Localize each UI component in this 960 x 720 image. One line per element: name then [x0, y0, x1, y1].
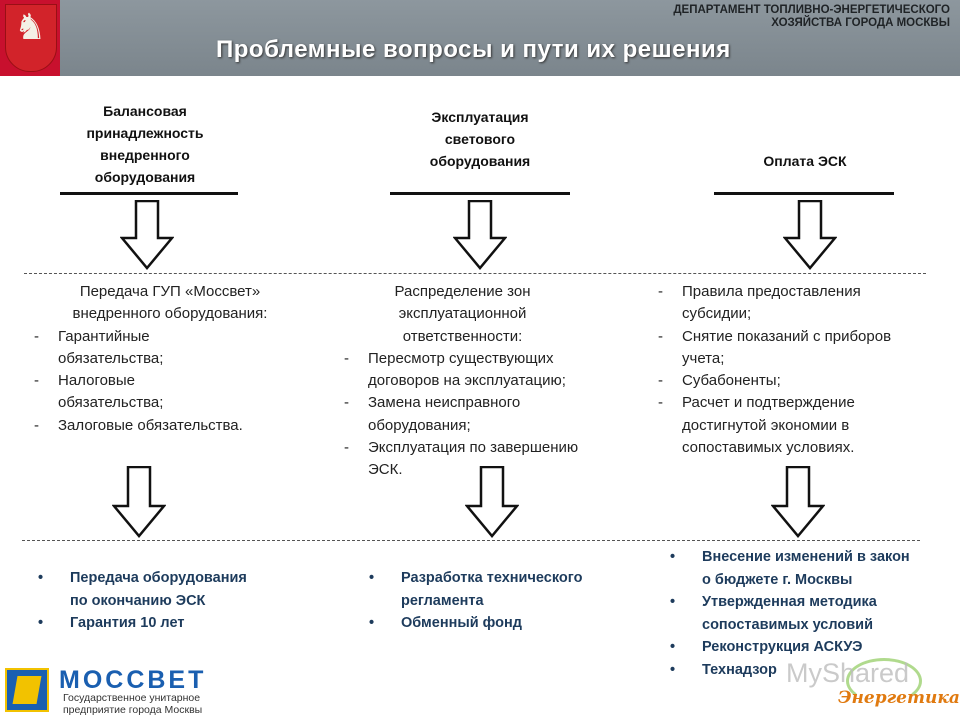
down-arrow-icon: [112, 466, 166, 538]
moscow-crest-icon: ♞: [0, 0, 60, 76]
column-heading-3: Оплата ЭСК: [763, 153, 847, 169]
list-item: Гарантийные обязательства;: [30, 326, 310, 371]
problems-block-2: Распределение зон эксплуатационной ответ…: [340, 281, 625, 482]
column-heading-1: Балансовая принадлежность внедренного об…: [86, 103, 204, 185]
solution-item: Утвержденная методика сопоставимых услов…: [670, 591, 955, 636]
problems-block-1: Передача ГУП «Моссвет» внедренного обору…: [30, 281, 310, 437]
dashed-divider: [24, 273, 926, 274]
list-item: Расчет и подтверждение достигнутой эконо…: [654, 392, 944, 459]
list-item: Замена неисправного оборудования;: [340, 392, 625, 437]
block-intro: Распределение зон эксплуатационной ответ…: [394, 283, 531, 345]
dashed-divider: [22, 540, 920, 541]
down-arrow-icon: [465, 466, 519, 538]
solution-item: Внесение изменений в закон о бюджете г. …: [670, 546, 955, 591]
mossvet-emblem-icon: [5, 668, 49, 712]
solution-item: Реконструкция АСКУЭ: [670, 636, 955, 659]
page-title: Проблемные вопросы и пути их решения: [216, 36, 731, 63]
mossvet-logo: МОССВЕТ Государственное унитарное предпр…: [5, 666, 215, 716]
list-item: Налоговые обязательства;: [30, 370, 310, 415]
list-item: Залоговые обязательства.: [30, 415, 310, 438]
block-intro: Передача ГУП «Моссвет» внедренного обору…: [72, 283, 268, 323]
heading-underline-1: [60, 192, 238, 195]
solution-item: Обменный фонд: [369, 612, 649, 635]
problems-block-3: Правила предоставления субсидии; Снятие …: [654, 281, 944, 459]
logo-subtitle-line1: Государственное унитарное: [63, 692, 201, 704]
list-item: Эксплуатация по завершению ЭСК.: [340, 437, 625, 482]
solution-item: Гарантия 10 лет: [38, 612, 308, 635]
down-arrow-icon: [453, 200, 507, 270]
list-item: Субабоненты;: [654, 370, 944, 393]
solutions-block-1: Передача оборудования по окончанию ЭСК Г…: [38, 567, 308, 635]
down-arrow-icon: [771, 466, 825, 538]
solutions-block-3: Внесение изменений в закон о бюджете г. …: [670, 546, 955, 681]
down-arrow-icon: [783, 200, 837, 270]
solution-item: Технадзор: [670, 659, 955, 682]
list-item: Пересмотр существующих договоров на эксп…: [340, 348, 625, 393]
watermark: MyShared Энергетика: [758, 652, 960, 718]
watermark-text: MyShared: [786, 658, 910, 688]
header-band: ♞ ДЕПАРТАМЕНТ ТОПЛИВНО-ЭНЕРГЕТИЧЕСКОГО Х…: [0, 0, 960, 76]
down-arrow-icon: [120, 200, 174, 270]
column-heading-2: Эксплуатация светового оборудования: [429, 109, 531, 169]
solution-item: Передача оборудования по окончанию ЭСК: [38, 567, 308, 612]
solution-item: Разработка технического регламента: [369, 567, 649, 612]
logo-subtitle-line2: предприятие города Москвы: [63, 704, 203, 716]
logo-name: МОССВЕТ: [59, 666, 207, 694]
solutions-block-2: Разработка технического регламента Обмен…: [369, 567, 649, 635]
list-item: Правила предоставления субсидии;: [654, 281, 944, 326]
heading-underline-2: [390, 192, 570, 195]
list-item: Снятие показаний с приборов учета;: [654, 326, 944, 371]
watermark-brand: Энергетика: [838, 688, 960, 708]
heading-underline-3: [714, 192, 894, 195]
watermark-swirl-icon: [846, 658, 922, 704]
department-name: ДЕПАРТАМЕНТ ТОПЛИВНО-ЭНЕРГЕТИЧЕСКОГО ХОЗ…: [673, 4, 950, 29]
